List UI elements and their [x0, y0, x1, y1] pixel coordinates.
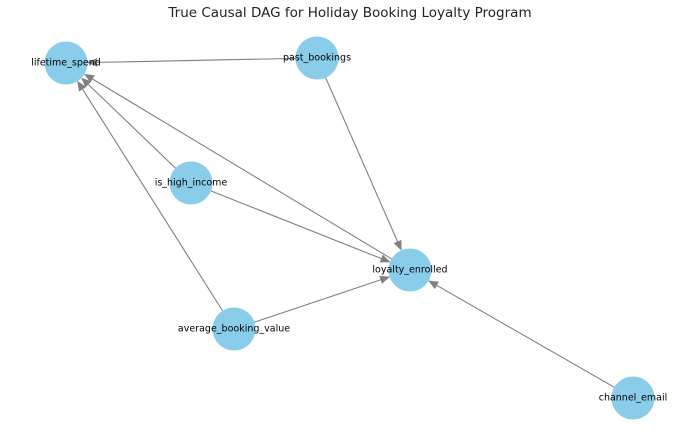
nodes-layer: lifetime_spend past_bookings is_high_incom… — [31, 36, 668, 420]
arrowhead-icon — [393, 239, 402, 251]
node-circle — [611, 376, 655, 420]
arrowhead-icon — [83, 73, 95, 83]
edge-past_bookings-to-loyalty_enrolled — [324, 77, 402, 251]
node-label: is_high_income — [155, 178, 228, 189]
arrowhead-icon — [379, 275, 391, 284]
edge-is_high_income-to-lifetime_spend — [81, 77, 177, 169]
edge-channel_email-to-loyalty_enrolled — [428, 280, 616, 389]
edge-line — [210, 190, 382, 260]
arrowhead-icon — [87, 58, 98, 67]
arrowhead-icon — [379, 254, 391, 263]
node-channel_email: channel_email — [599, 376, 668, 420]
node-label: lifetime_spend — [31, 58, 101, 69]
edge-average_booking_value-to-loyalty_enrolled — [253, 275, 391, 323]
node-circle — [295, 36, 339, 80]
node-label: average_booking_value — [178, 324, 290, 335]
node-lifetime_spend: lifetime_spend — [31, 41, 101, 85]
node-circle — [169, 161, 213, 205]
node-is_high_income: is_high_income — [155, 161, 228, 205]
edge-is_high_income-to-loyalty_enrolled — [210, 190, 391, 263]
edges-layer — [77, 57, 616, 389]
edge-line — [253, 279, 381, 323]
node-loyalty_enrolled: loyalty_enrolled — [372, 248, 448, 292]
edge-line — [324, 77, 399, 242]
node-past_bookings: past_bookings — [283, 36, 351, 80]
arrowhead-icon — [77, 80, 87, 92]
arrowhead-icon — [81, 77, 92, 88]
edge-average_booking_value-to-lifetime_spend — [77, 80, 224, 312]
node-label: channel_email — [599, 393, 668, 404]
node-average_booking_value: average_booking_value — [178, 307, 290, 351]
node-label: past_bookings — [283, 53, 351, 64]
arrowhead-icon — [428, 280, 439, 290]
edge-line — [82, 88, 224, 312]
diagram-title: True Causal DAG for Holiday Booking Loya… — [168, 5, 532, 21]
node-circle — [388, 248, 432, 292]
node-circle — [212, 307, 256, 351]
node-circle — [44, 41, 88, 85]
edge-line — [96, 57, 297, 63]
edge-line — [92, 78, 393, 260]
edge-loyalty_enrolled-to-lifetime_spend — [83, 73, 393, 260]
node-label: loyalty_enrolled — [372, 265, 447, 276]
edge-past_bookings-to-lifetime_spend — [87, 57, 297, 67]
edge-line — [87, 84, 177, 169]
edge-line — [436, 284, 616, 389]
